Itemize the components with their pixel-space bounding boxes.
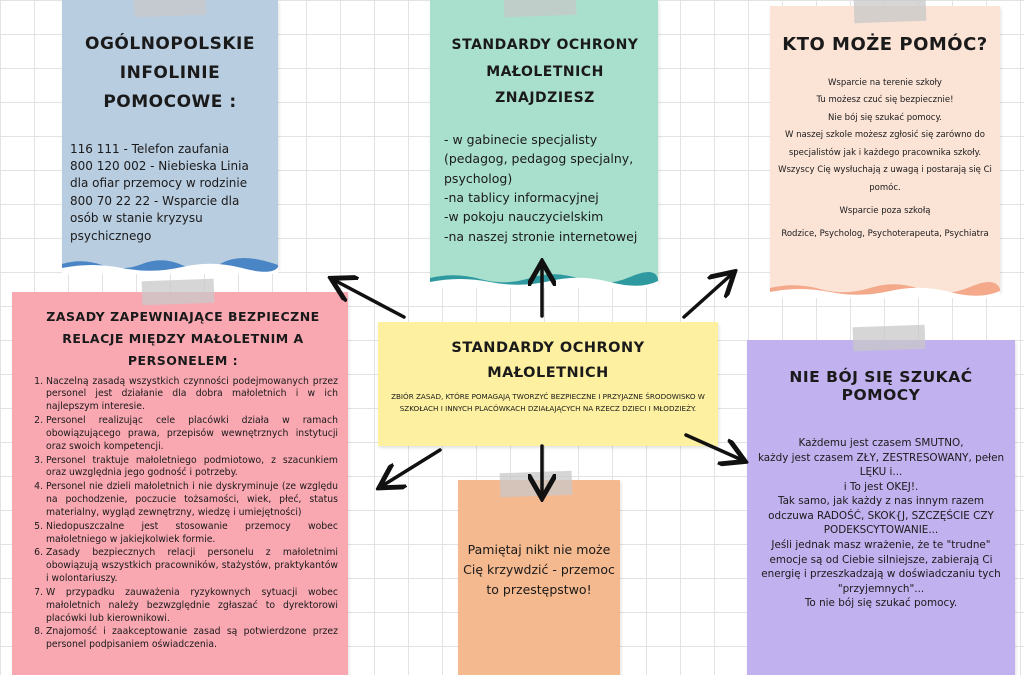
tape: [853, 0, 927, 24]
help-title: KTO MOŻE POMÓC?: [782, 34, 988, 55]
rule-item: Niedopuszczalne jest stosowanie przemocy…: [46, 521, 338, 547]
tape: [503, 0, 577, 18]
rule-item: Naczelną zasadą wszystkich czynności pod…: [46, 376, 338, 414]
rule-item: Zasady bezpiecznych relacji personelu z …: [46, 547, 338, 585]
where-title: STANDARDY OCHRONY MAŁOLETNICH ZNAJDZIESZ: [451, 37, 639, 107]
help-line: Nie bój się szukać pomocy.: [828, 112, 942, 123]
help-note: KTO MOŻE POMÓC? Wsparcie na terenie szko…: [770, 0, 1000, 298]
help-line: Tu możesz czuć się bezpiecznie!: [816, 95, 954, 106]
where-item: - w gabinecie specjalisty (pedagog, peda…: [444, 131, 634, 186]
courage-line: każdy jest czasem ZŁY, ZESTRESOWANY, peł…: [757, 451, 1005, 479]
torn-edge: [770, 281, 1000, 298]
rules-list: Naczelną zasadą wszystkich czynności pod…: [28, 376, 338, 652]
center-note: STANDARDY OCHRONY MAŁOLETNICH Zbiór zasa…: [378, 322, 718, 446]
tape: [499, 470, 573, 498]
help-line: W naszej szkole możesz zgłosić się zarów…: [778, 130, 992, 193]
where-item: -w pokoju nauczycielskim: [444, 209, 604, 225]
rules-note: ZASADY ZAPEWNIAJĄCE BEZPIECZNE RELACJE M…: [12, 278, 348, 675]
courage-line: Tak samo, jak każdy z nas innym razem od…: [768, 495, 994, 537]
rules-title: ZASADY ZAPEWNIAJĄCE BEZPIECZNE RELACJE M…: [46, 309, 320, 368]
infoline-item: 116 111 - Telefon zaufania: [70, 141, 230, 156]
center-title: STANDARDY OCHRONY MAŁOLETNICH: [451, 340, 645, 382]
torn-edge: [430, 271, 658, 288]
where-note: STANDARDY OCHRONY MAŁOLETNICH ZNAJDZIESZ…: [430, 0, 658, 288]
help-line: Wsparcie na terenie szkoły: [828, 78, 942, 88]
courage-title: NIE BÓJ SIĘ SZUKAĆ POMOCY: [789, 368, 973, 404]
rule-item: Personel nie dzieli małoletnich i nie dy…: [46, 481, 338, 519]
where-item: -na naszej stronie internetowej: [444, 228, 638, 244]
where-item: -na tablicy informacyjnej: [444, 189, 599, 205]
tape: [133, 0, 207, 18]
courage-line: Jeśli jednak masz wrażenie, że te "trudn…: [761, 538, 1001, 595]
arrow-to-help: [682, 274, 732, 319]
infolines-title: OGÓLNOPOLSKIE INFOLINIE POMOCOWE :: [85, 34, 255, 112]
tape: [141, 278, 215, 306]
crime-text: Pamiętaj nikt nie może Cię krzywdzić - p…: [463, 542, 615, 597]
help-line: Rodzice, Psycholog, Psychoterapeuta, Psy…: [781, 229, 989, 240]
help-line: Wsparcie poza szkołą: [839, 205, 931, 216]
torn-edge: [62, 257, 278, 274]
courage-line: i To jest OKEJ!.: [843, 480, 919, 493]
rule-item: Znajomość i zaakceptowanie zasad są potw…: [46, 626, 338, 652]
infoline-item: 800 120 002 - Niebieska Linia dla ofiar …: [70, 159, 249, 191]
courage-line: Każdemu jest czasem SMUTNO,: [798, 437, 964, 449]
infoline-item: 800 70 22 22 - Wsparcie dla osób w stani…: [70, 193, 240, 243]
rule-item: W przypadku zauważenia ryzykownych sytua…: [46, 587, 338, 625]
tape: [852, 324, 926, 352]
center-subtitle: Zbiór zasad, które pomagają tworzyć bezp…: [391, 391, 705, 414]
arrow-to-rules: [382, 448, 442, 486]
rule-item: Personel realizując cele placówki działa…: [46, 415, 338, 453]
courage-line: To nie bój się szukać pomocy.: [804, 597, 958, 610]
courage-note: NIE BÓJ SIĘ SZUKAĆ POMOCY Każdemu jest c…: [747, 324, 1015, 675]
infolines-note: OGÓLNOPOLSKIE INFOLINIE POMOCOWE : 116 1…: [62, 0, 278, 274]
crime-note: Pamiętaj nikt nie może Cię krzywdzić - p…: [458, 470, 620, 675]
rule-item: Personel traktuje małoletniego podmiotow…: [46, 455, 338, 481]
